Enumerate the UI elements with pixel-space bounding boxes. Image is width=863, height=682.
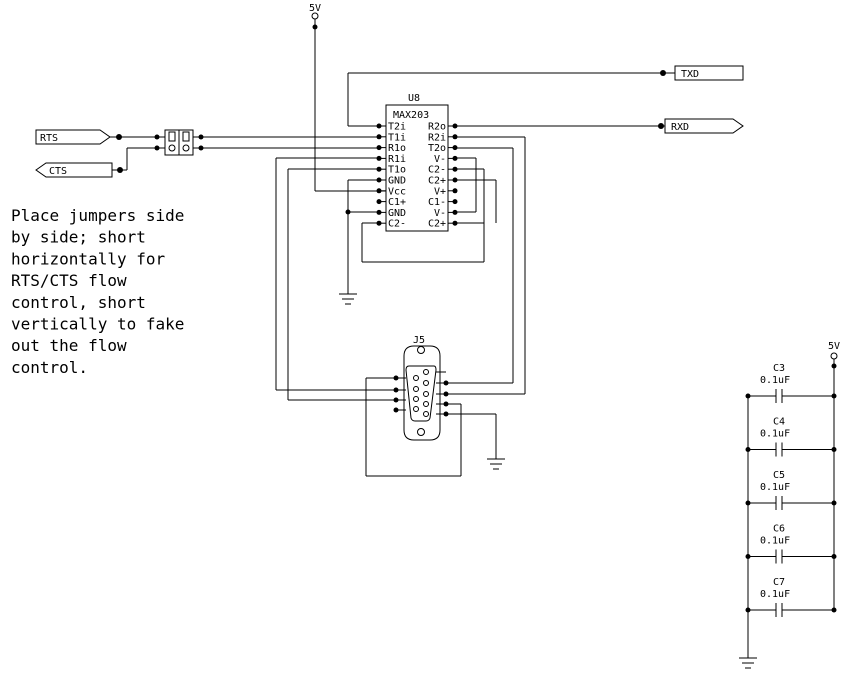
capacitor-ref: C4	[773, 417, 785, 428]
connector-j5-contacts	[413, 369, 429, 417]
capacitor-ref: C6	[773, 524, 785, 535]
capacitor-value: 0.1uF	[760, 589, 790, 600]
jumper-block	[154, 129, 379, 156]
capacitor-ref: C3	[773, 363, 785, 374]
u8-pin-label: GND	[388, 176, 406, 187]
note-line: control.	[11, 358, 88, 377]
capacitor: C60.1uF	[745, 524, 837, 564]
port-txd: TXD	[347, 65, 744, 127]
u8-pin-label: V+	[434, 186, 446, 197]
power-5v-right-label: 5V	[828, 341, 840, 352]
capacitor-ref: C7	[773, 577, 785, 588]
u8-pin-label: GND	[388, 208, 406, 219]
capacitor-value: 0.1uF	[760, 536, 790, 547]
u8-pin-label: R2i	[428, 132, 446, 143]
j5-contact	[413, 386, 419, 392]
port-rts: RTS	[35, 129, 165, 145]
ic-u8-part: MAX203	[393, 110, 429, 121]
j5-contact	[423, 401, 429, 407]
j5-contact	[423, 380, 429, 386]
u8-pin-label: C1+	[388, 197, 406, 208]
connector-j5-ref: J5	[413, 335, 425, 346]
port-rxd-label: RXD	[671, 122, 689, 133]
u8-pin-label: C2-	[388, 219, 406, 230]
note-line: horizontally for	[11, 249, 165, 268]
ground-symbol-j5	[487, 458, 505, 470]
u8-pin-label: R2o	[428, 122, 446, 133]
jumper-note: Place jumpers side by side; short horizont…	[11, 206, 184, 377]
u8-pin-label: V-	[434, 154, 446, 165]
ic-u8: U8 MAX203 T2iT1iR1oR1iT1oGNDVccC1+GNDC2-…	[376, 93, 458, 232]
u8-pin-label: T2i	[388, 122, 406, 133]
power-5v-top: 5V	[309, 3, 386, 192]
note-line: control, short	[11, 293, 146, 312]
port-rts-label: RTS	[40, 133, 58, 144]
port-txd-label: TXD	[681, 69, 699, 80]
note-line: by side; short	[11, 228, 146, 247]
u8-wiring	[275, 136, 526, 401]
connector-j5: J5	[365, 335, 497, 477]
u8-pin-label: R1o	[388, 143, 406, 154]
capacitor-value: 0.1uF	[760, 375, 790, 386]
note-line: RTS/CTS flow	[11, 271, 127, 290]
capacitor: C30.1uF	[745, 363, 837, 403]
note-line: vertically to fake	[11, 315, 184, 334]
u8-pin-label: T2o	[428, 143, 446, 154]
note-line: out the flow	[11, 336, 127, 355]
u8-pin-label: R1i	[388, 154, 406, 165]
j5-contact	[423, 411, 429, 417]
u8-pin-label: C2+	[428, 219, 446, 230]
power-5v-top-label: 5V	[309, 3, 321, 14]
note-line: Place jumpers side	[11, 206, 184, 225]
j5-contact	[423, 391, 429, 397]
capacitor: C70.1uF	[745, 577, 837, 617]
capacitor: C50.1uF	[745, 470, 837, 510]
u8-pin-label: C1-	[428, 197, 446, 208]
ground-symbol-u8	[339, 293, 357, 305]
capacitor-value: 0.1uF	[760, 429, 790, 440]
u8-pin-label: C2-	[428, 165, 446, 176]
ground-symbol-caps	[739, 657, 757, 669]
j5-contact	[413, 375, 419, 381]
u8-pin-label: C2+	[428, 176, 446, 187]
port-cts: CTS	[35, 147, 165, 178]
port-cts-label: CTS	[49, 166, 67, 177]
u8-pin-label: T1o	[388, 165, 406, 176]
capacitor-ref: C5	[773, 470, 785, 481]
ic-u8-ref: U8	[408, 93, 420, 104]
j5-contact	[423, 369, 429, 375]
capacitor: C40.1uF	[745, 417, 837, 457]
capacitor-value: 0.1uF	[760, 482, 790, 493]
u8-pin-label: T1i	[388, 132, 406, 143]
u8-pin-label: V-	[434, 208, 446, 219]
port-rxd: RXD	[455, 118, 744, 134]
j5-contact	[413, 396, 419, 402]
j5-contact	[413, 406, 419, 412]
u8-pin-label: Vcc	[388, 186, 406, 197]
